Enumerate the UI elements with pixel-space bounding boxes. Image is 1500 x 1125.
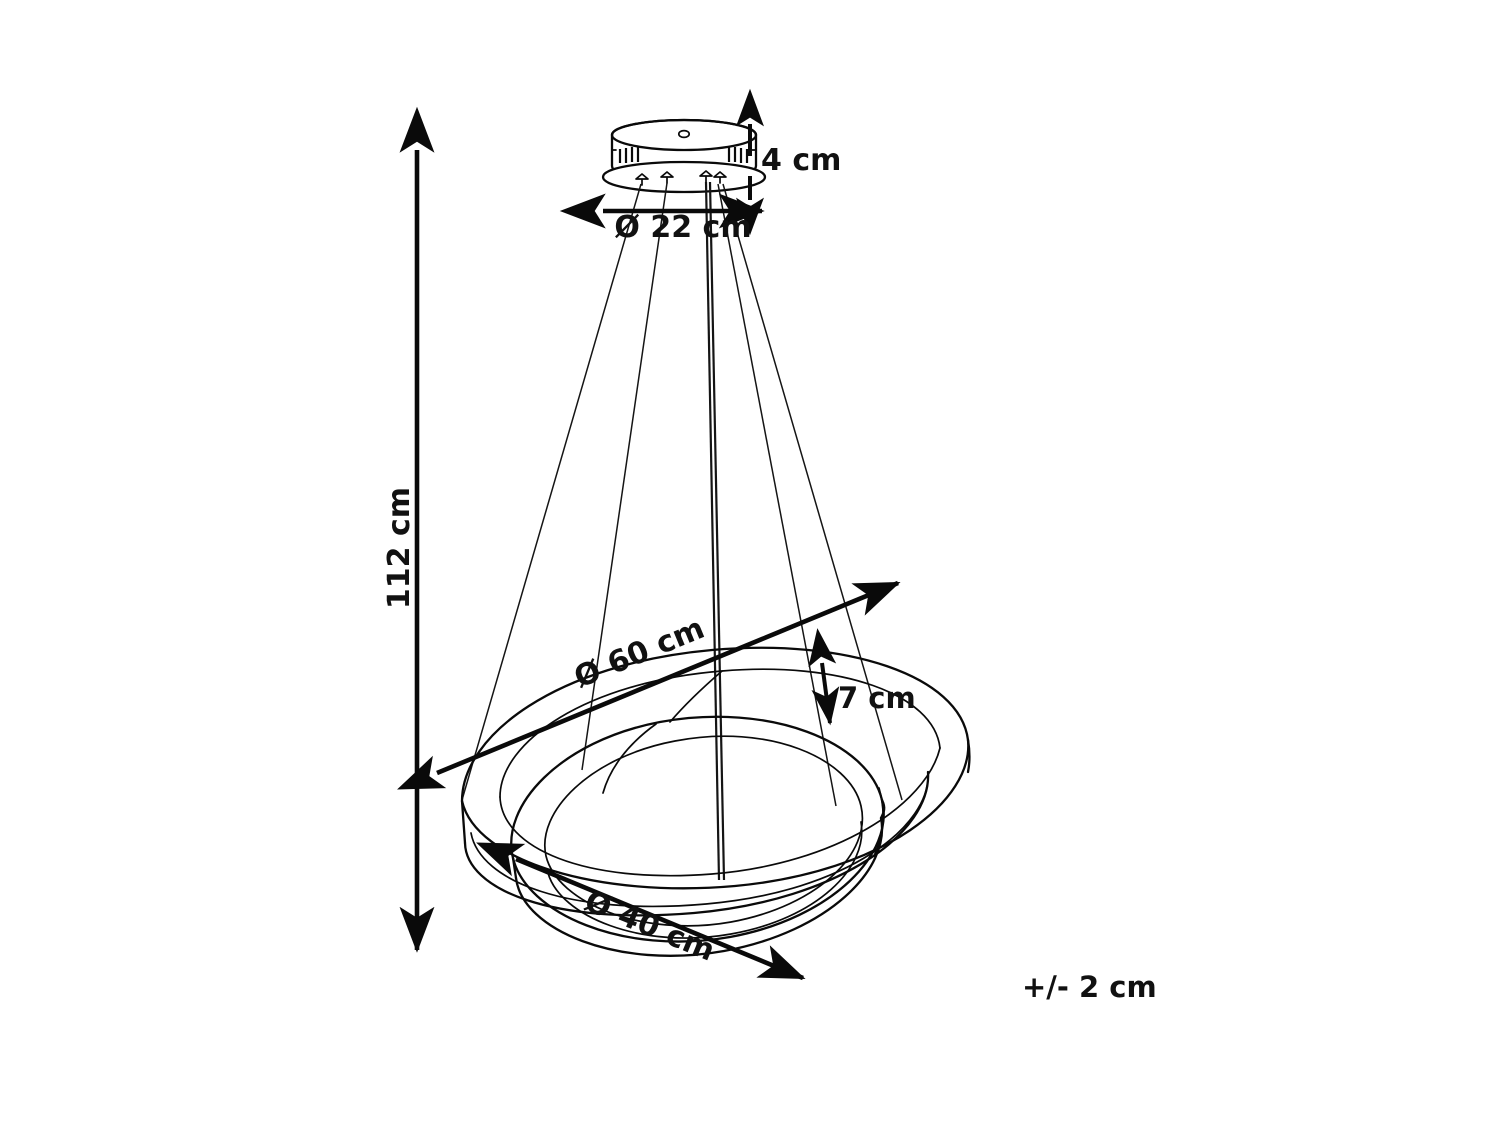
canopy-screw-hole	[677, 129, 691, 139]
dimension-canopy-height: 4 cm	[736, 88, 841, 236]
canopy-diameter-label: Ø 22 cm	[614, 210, 751, 245]
ceiling-canopy	[601, 118, 767, 194]
cable-anchors	[635, 170, 727, 186]
canopy-height-label: 4 cm	[761, 143, 841, 178]
dimension-ring-thickness: 7 cm	[808, 628, 916, 726]
canopy-vent-left	[618, 147, 640, 163]
dimension-total-height: 112 cm	[382, 106, 435, 953]
dimension-canopy-diameter: Ø 22 cm	[559, 193, 765, 245]
intersection-upper	[669, 670, 723, 723]
ring-thickness-label: 7 cm	[838, 681, 916, 715]
intersection-left	[602, 723, 657, 794]
inner-ring	[510, 715, 886, 957]
inner-ring-top-ellipse	[510, 715, 885, 943]
canopy-vent-right	[727, 147, 749, 163]
total-height-label: 112 cm	[382, 487, 417, 609]
canopy-base-plate	[601, 160, 767, 194]
dimension-inner-ring-diameter: Ø 40 cm	[476, 842, 806, 981]
cable-right-inner	[717, 183, 837, 807]
cable-left-outer	[461, 183, 642, 801]
outer-ring-right-wall	[966, 738, 971, 774]
product-illustration	[460, 118, 971, 957]
intersection-right	[873, 787, 884, 857]
ring-thickness-dimension-line	[808, 628, 840, 726]
tolerance-note: +/- 2 cm	[1022, 970, 1157, 1004]
outer-ring-left-wall	[460, 799, 467, 845]
inner-ring-diameter-dimension-line	[476, 842, 806, 981]
outer-ring-inner-face	[470, 771, 929, 908]
outer-ring-diameter-dimension-line	[397, 580, 901, 790]
canopy-top-edge	[610, 118, 758, 152]
dimension-outer-ring-diameter: Ø 60 cm	[397, 580, 901, 790]
suspension-cables	[461, 181, 903, 881]
